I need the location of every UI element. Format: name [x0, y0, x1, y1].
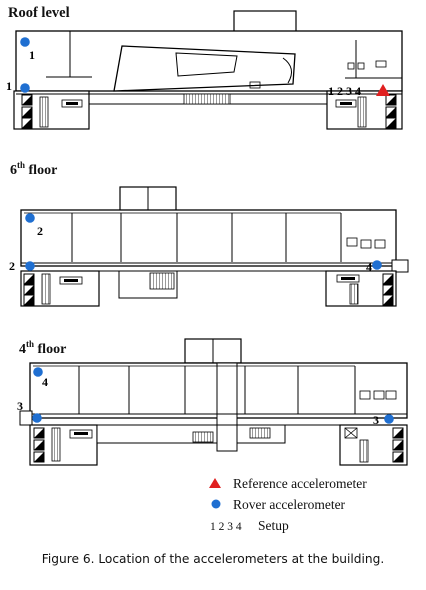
rover-marker-roof-top: [20, 37, 30, 47]
roof-level-plan: Roof level: [6, 5, 403, 130]
sixth-floor-title: 6th floor: [10, 160, 57, 178]
setup-label-roof-top: 1: [29, 48, 35, 62]
setup-label-sixth-mid: 2: [9, 259, 15, 273]
legend-rover-icon: [211, 499, 221, 509]
rover-marker-fourth-mid: [32, 413, 42, 423]
figure-caption: Figure 6. Location of the accelerometers…: [41, 552, 385, 566]
legend-reference-label: Reference accelerometer: [233, 476, 367, 491]
fourth-central-shaft: [216, 362, 238, 452]
rover-marker-fourth-right: [384, 414, 394, 424]
legend-rover-label: Rover accelerometer: [233, 497, 346, 512]
rover-marker-sixth-mid: [25, 261, 35, 271]
rover-marker-sixth-top: [25, 213, 35, 223]
legend-setup-label: Setup: [258, 518, 289, 533]
setup-label-sixth-top: 2: [37, 224, 43, 238]
fourth-floor-title: 4th floor: [19, 339, 66, 357]
setup-label-fourth-mid: 3: [17, 399, 23, 413]
setup-label-fourth-right: 3: [373, 413, 379, 427]
legend: Reference accelerometer Rover accelerome…: [209, 476, 367, 533]
fourth-floor-plan: 4th floor: [17, 338, 408, 466]
sixth-floor-plan: 6th floor: [9, 160, 409, 307]
sixth-outline: [20, 209, 397, 267]
legend-reference-icon: [209, 478, 221, 488]
rover-marker-roof-mid: [20, 83, 30, 93]
roof-level-title: Roof level: [8, 5, 70, 21]
setup-label-sixth-right: 4: [366, 260, 372, 274]
setup-label-fourth-top: 4: [42, 375, 48, 389]
reference-marker-roof: [376, 84, 390, 96]
rover-marker-sixth-right: [372, 260, 382, 270]
setup-labels-roof-right: 1 2 3 4: [328, 84, 361, 98]
roof-skylight: [113, 45, 296, 92]
setup-label-roof-mid: 1: [6, 79, 12, 93]
legend-setup-numbers: 1 2 3 4: [210, 521, 242, 533]
rover-marker-fourth-top: [33, 367, 43, 377]
